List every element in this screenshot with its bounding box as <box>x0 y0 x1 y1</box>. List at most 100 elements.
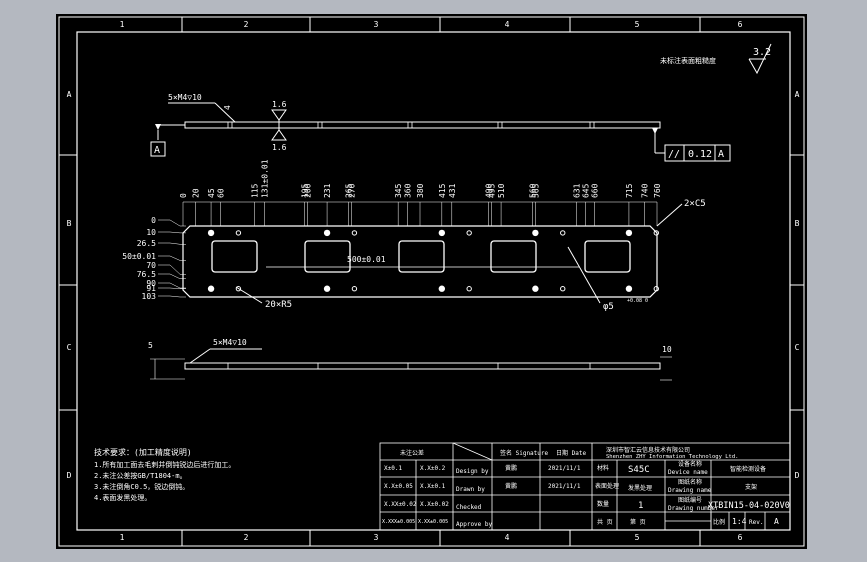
datum-box <box>150 141 166 157</box>
total-label: 共 页 <box>597 518 613 526</box>
plan-hole <box>438 285 446 292</box>
x-dim-label: 131±0.01 <box>261 159 270 198</box>
y-dim-leader <box>158 242 186 245</box>
zone-col-2-top: 2 <box>244 20 249 29</box>
x-dim-label: 645 <box>581 183 590 198</box>
plan-hole <box>235 286 242 292</box>
plan-hole <box>235 230 242 236</box>
zone-col-1-top: 1 <box>120 20 125 29</box>
x-dim-label: 20 <box>191 188 200 198</box>
plan-hole <box>323 285 331 292</box>
roughness-bottom-value: 1.6 <box>272 143 287 152</box>
plan-hole <box>207 229 215 237</box>
x-dim-label: 490 <box>485 183 494 198</box>
zone-col-2-bottom: 2 <box>244 533 249 542</box>
drawing-name-en: Drawing name <box>668 487 712 494</box>
finish-label: 表面处理 <box>595 482 619 490</box>
x-dim-label: 740 <box>641 183 650 198</box>
zone-ticks <box>59 17 804 546</box>
tol-row-2-range: X.X±0.05 <box>384 483 413 490</box>
finish-value: 发黑处理 <box>628 484 652 492</box>
side-right-dim: 10 <box>662 345 672 354</box>
plan-hole <box>351 286 358 292</box>
zone-row-d-left: D <box>67 471 72 480</box>
zone-row-c-left: C <box>67 343 72 352</box>
x-dim-label: 510 <box>497 183 506 198</box>
rev-value: A <box>774 517 779 526</box>
plan-hole <box>560 286 566 292</box>
date-label: 日期 Date <box>556 449 586 457</box>
rank-label: 第 页 <box>630 518 646 526</box>
zone-col-3-bottom: 3 <box>374 533 379 542</box>
plan-hole <box>207 285 215 292</box>
tech-note-2: 2.未注公差按GB/T1804-m。 <box>94 471 187 480</box>
y-dim-label: 70 <box>146 261 156 270</box>
tol-row-1-name: 黄鹏 <box>505 464 517 472</box>
zone-row-c-right: C <box>795 343 800 352</box>
pocket-1 <box>211 240 258 273</box>
tolerance-frame <box>664 144 731 162</box>
qty-value: 1 <box>638 501 643 511</box>
technical-notes: 技术要求：(加工精度说明) 1.所有加工面去毛刺并倒钝锐边后进行加工。 2.未注… <box>94 447 235 502</box>
plan-hole <box>323 229 331 237</box>
y-dim-label: 50±0.01 <box>122 252 156 261</box>
hole-dia-tolerance: +0.08 0 <box>627 298 648 304</box>
scale-label: 比例 <box>713 518 725 526</box>
zone-row-a-right: A <box>795 90 800 99</box>
x-dim-label: 495 <box>488 183 497 198</box>
pocket-2 <box>304 240 351 273</box>
zone-row-b-right: B <box>795 219 800 228</box>
tolerance-datum: A <box>718 149 724 160</box>
x-dim-label: 431 <box>448 183 457 198</box>
hole-dia-callout: φ5 <box>603 302 614 312</box>
y-dim-leader <box>158 282 186 289</box>
x-dim-label: 715 <box>625 183 634 198</box>
device-label: 设备名称 <box>678 460 702 468</box>
y-dim-label: 0 <box>151 216 156 225</box>
x-dim-label: 195 <box>301 183 310 198</box>
y-dim-label: 76.5 <box>137 270 156 279</box>
zone-row-a-left: A <box>67 90 72 99</box>
x-dim-label: 565 <box>531 183 540 198</box>
surface-roughness-value: 3.2 <box>753 47 771 58</box>
tol-row-2-tol: X.X±0.1 <box>420 483 446 490</box>
tech-note-4: 4.表面发黑处理。 <box>94 493 151 502</box>
zone-labels: 1 2 3 4 5 6 1 2 3 4 5 6 A B C D A B C D <box>67 20 800 542</box>
plan-hole <box>438 229 446 237</box>
top-note: 未标注表面粗糙度 <box>660 56 716 65</box>
tol-header: 未注公差 <box>400 449 424 457</box>
zone-row-b-left: B <box>67 219 72 228</box>
tol-row-1-role: Design by <box>456 468 489 475</box>
top-hole-callout: 5×M4▽10 <box>168 93 202 102</box>
x-dim-label: 270 <box>347 183 356 198</box>
y-dim-label: 10 <box>146 228 156 237</box>
x-dim-label: 415 <box>438 183 447 198</box>
zone-col-6-top: 6 <box>738 20 743 29</box>
x-dim-label: 660 <box>591 183 600 198</box>
qty-label: 数量 <box>597 500 609 508</box>
y-dim-label: 90 <box>146 279 156 288</box>
tol-row-3-role: Checked <box>456 504 482 511</box>
zone-col-4-top: 4 <box>505 20 510 29</box>
y-dim-leader <box>158 295 186 298</box>
pocket-5 <box>584 240 631 273</box>
material-value: S45C <box>628 465 650 475</box>
drawing-number-en: Drawing number <box>668 505 719 512</box>
plan-hole <box>466 230 472 236</box>
datum-label: A <box>154 145 160 156</box>
tolerance-symbol: // <box>668 149 680 160</box>
tol-row-1-date: 2021/11/1 <box>548 465 581 472</box>
drawing-number-value: XTBIN15-04-020V0 <box>708 501 790 511</box>
tol-row-4-role: Approve by <box>456 521 493 528</box>
zone-col-6-bottom: 6 <box>738 533 743 542</box>
pocket-4 <box>490 240 537 273</box>
y-dim-leader <box>158 264 186 275</box>
side-view-bar <box>184 362 661 370</box>
tol-row-1-range: X±0.1 <box>384 465 402 472</box>
tech-note-title: 技术要求：(加工精度说明) <box>94 447 192 457</box>
plan-hole <box>653 230 659 236</box>
drawing-name-label: 图纸名称 <box>678 478 702 486</box>
